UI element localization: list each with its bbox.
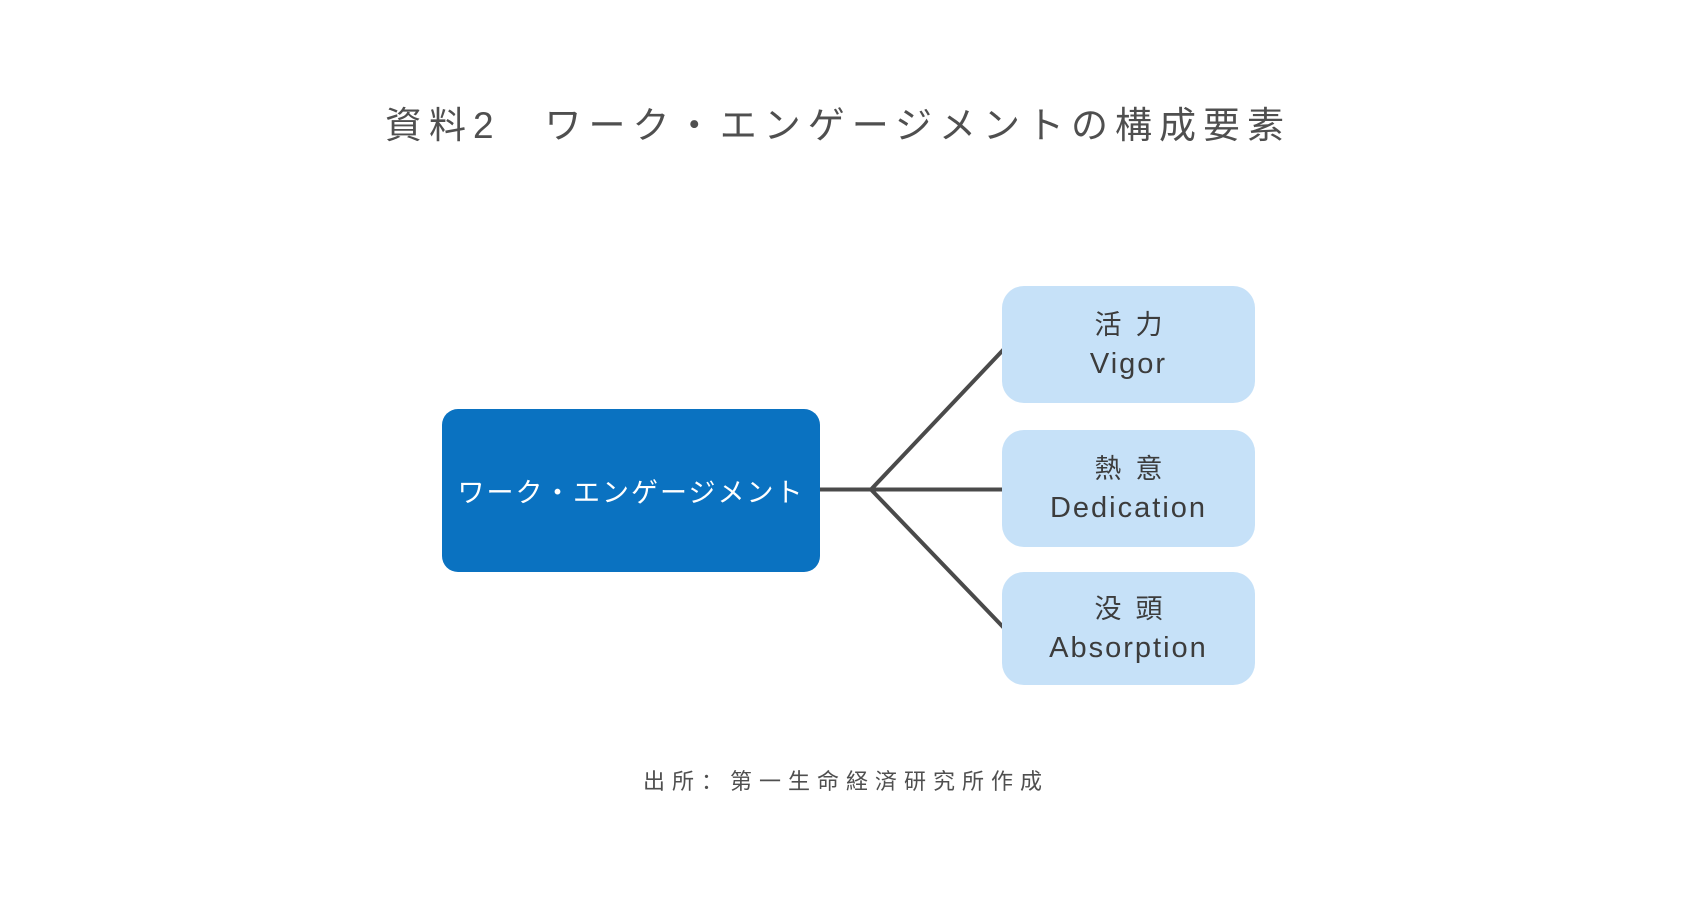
node-dedication-label-ja: 熱意 xyxy=(1094,453,1177,484)
figure-title: 資料2 ワーク・エンゲージメントの構成要素 xyxy=(384,105,1292,146)
node-work-engagement-label: ワーク・エンゲージメント xyxy=(457,478,805,508)
node-absorption-label-ja: 没頭 xyxy=(1094,593,1177,624)
node-vigor-label-en: Vigor xyxy=(1089,347,1168,380)
node-absorption-label-en: Absorption xyxy=(1049,631,1208,664)
node-dedication-label-en: Dedication xyxy=(1049,491,1208,524)
node-absorption: 没頭 Absorption xyxy=(1002,572,1255,685)
node-vigor: 活力 Vigor xyxy=(1002,286,1255,403)
connector-vigor xyxy=(869,347,1006,492)
connector-absorption xyxy=(869,487,1006,630)
source-note: 出所：第一生命経済研究所作成 xyxy=(642,769,1050,794)
node-dedication: 熱意 Dedication xyxy=(1002,430,1255,547)
node-work-engagement: ワーク・エンゲージメント xyxy=(442,409,820,572)
node-vigor-label-ja: 活力 xyxy=(1094,309,1177,340)
